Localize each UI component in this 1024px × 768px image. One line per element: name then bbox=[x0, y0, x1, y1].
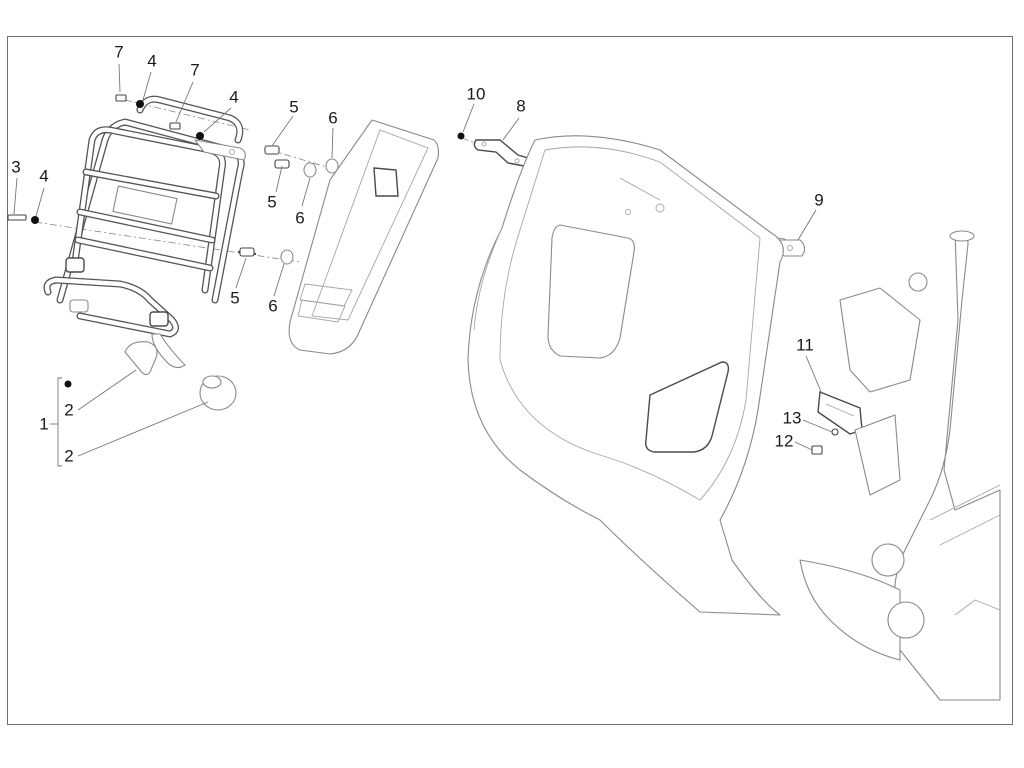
small-bracket bbox=[817, 391, 863, 435]
callout-7: 7 bbox=[114, 42, 124, 62]
callout-5: 5 bbox=[267, 192, 277, 212]
callout-1: 1 bbox=[39, 414, 49, 434]
fasteners bbox=[7, 94, 839, 455]
callout-4: 4 bbox=[229, 87, 239, 107]
callout-5: 5 bbox=[230, 288, 240, 308]
callout-4: 4 bbox=[147, 51, 157, 71]
callout-13: 13 bbox=[782, 408, 802, 428]
callout-11: 11 bbox=[796, 335, 814, 355]
callout-6: 6 bbox=[295, 208, 305, 228]
callout-2: 2 bbox=[64, 446, 74, 466]
callout-10: 10 bbox=[466, 84, 486, 104]
callout-2: 2 bbox=[64, 400, 74, 420]
callout-5: 5 bbox=[289, 97, 299, 117]
callout-12: 12 bbox=[774, 431, 794, 451]
callout-6: 6 bbox=[328, 108, 338, 128]
leader-lines bbox=[13, 63, 833, 467]
front-luggage-rack bbox=[43, 95, 257, 369]
horn-cover-panel bbox=[288, 119, 440, 355]
callout-9: 9 bbox=[814, 190, 824, 210]
mounting-plate bbox=[473, 139, 531, 167]
callout-4: 4 bbox=[39, 166, 49, 186]
rubber-buffers bbox=[124, 341, 237, 411]
callout-6: 6 bbox=[268, 296, 278, 316]
callout-8: 8 bbox=[516, 96, 526, 116]
callout-3: 3 bbox=[11, 157, 21, 177]
callout-7: 7 bbox=[190, 60, 200, 80]
diagram-frame bbox=[7, 36, 1013, 725]
frame-assembly bbox=[799, 230, 1001, 701]
leg-shield bbox=[467, 135, 784, 616]
